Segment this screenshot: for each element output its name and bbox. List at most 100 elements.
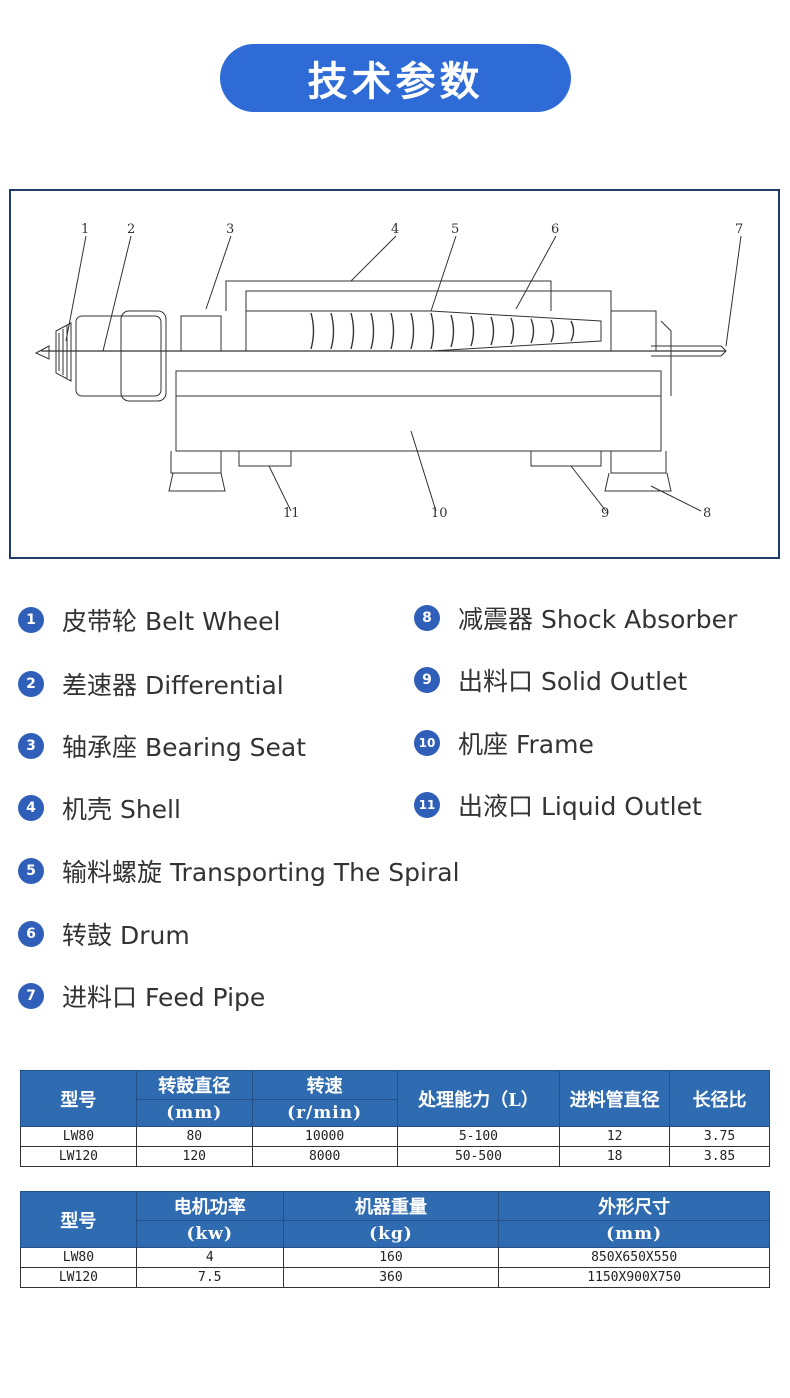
callout-4: 4 <box>391 222 399 237</box>
cell: 850X650X550 <box>498 1247 770 1268</box>
header-drum-diameter-unit: (mm) <box>135 1099 253 1127</box>
legend-item: 2 差速器 Differential <box>18 666 284 702</box>
page-title: 技术参数 <box>220 44 571 112</box>
header-power: 电机功率 <box>135 1191 284 1221</box>
bearing-seat-right <box>610 310 657 352</box>
header-weight: 机器重量 <box>282 1191 500 1221</box>
legend-item: 4 机壳 Shell <box>18 790 181 826</box>
legend-label: 输料螺旋 Transporting The Spiral <box>62 858 460 887</box>
cell: 1150X900X750 <box>498 1267 770 1288</box>
legend-number-badge: 9 <box>414 667 440 693</box>
liquid-outlet-shape <box>238 451 292 467</box>
frame-body <box>175 395 662 452</box>
legend-number-badge: 5 <box>18 858 44 884</box>
cell: 3.85 <box>669 1146 770 1167</box>
centrifuge-diagram: 1 2 3 4 5 6 7 8 9 10 11 <box>9 189 780 559</box>
belt-wheel-shape <box>55 322 72 382</box>
cell: 18 <box>559 1146 671 1167</box>
table-row: LW120 7.5 360 1150X900X750 <box>20 1267 770 1288</box>
legend-label: 机壳 Shell <box>62 795 181 824</box>
legend-item: 5 输料螺旋 Transporting The Spiral <box>18 853 460 889</box>
legend-number-badge: 8 <box>414 605 440 631</box>
legend-item: 10 机座 Frame <box>414 725 594 761</box>
differential-shape <box>75 315 162 397</box>
header-weight-unit: (kg) <box>282 1220 500 1248</box>
callout-6: 6 <box>551 222 559 237</box>
legend-item: 8 减震器 Shock Absorber <box>414 600 737 636</box>
cell: LW120 <box>20 1146 137 1167</box>
legend-item: 7 进料口 Feed Pipe <box>18 978 265 1014</box>
legend-item: 6 转鼓 Drum <box>18 916 190 952</box>
legend-number-badge: 6 <box>18 921 44 947</box>
legend-number-badge: 7 <box>18 983 44 1009</box>
cell: LW120 <box>20 1267 137 1288</box>
callout-11: 11 <box>283 506 300 521</box>
legend-item: 1 皮带轮 Belt Wheel <box>18 602 280 638</box>
cell: 160 <box>282 1247 500 1268</box>
header-drum-diameter: 转鼓直径 <box>135 1070 253 1100</box>
legend-label: 进料口 Feed Pipe <box>62 983 266 1012</box>
legend-number-badge: 1 <box>18 607 44 633</box>
cell: 4 <box>135 1247 284 1268</box>
legend-number-badge: 4 <box>18 795 44 821</box>
callout-5: 5 <box>451 222 459 237</box>
cell: LW80 <box>20 1126 137 1147</box>
frame-top <box>175 370 662 396</box>
spec-table-2: 型号 电机功率 机器重量 外形尺寸 (kw) (kg) (mm) LW80 4 … <box>20 1191 770 1288</box>
cell: 3.75 <box>669 1126 770 1147</box>
legend-label: 轴承座 Bearing Seat <box>62 733 307 762</box>
header-capacity: 处理能力（L） <box>396 1070 561 1127</box>
callout-2: 2 <box>127 222 135 237</box>
table-row: LW120 120 8000 50-500 18 3.85 <box>20 1146 770 1167</box>
cell: 7.5 <box>135 1267 284 1288</box>
shell-outline <box>225 280 552 311</box>
callout-10: 10 <box>431 506 448 521</box>
feed-pipe-shape <box>651 345 727 357</box>
legend-number-badge: 3 <box>18 733 44 759</box>
header-feed-diameter: 进料管直径 <box>559 1070 671 1127</box>
legend-label: 机座 Frame <box>458 730 594 759</box>
header-speed: 转速 <box>251 1070 398 1100</box>
legend-label: 出料口 Solid Outlet <box>458 667 688 696</box>
cell: 8000 <box>251 1146 398 1167</box>
callout-1: 1 <box>81 222 89 237</box>
cell: 5-100 <box>396 1126 561 1147</box>
legend-item: 9 出料口 Solid Outlet <box>414 662 687 698</box>
spec-table-1: 型号 转鼓直径 转速 处理能力（L） 进料管直径 长径比 (mm) (r/min… <box>20 1070 770 1167</box>
drum-outline <box>245 310 602 352</box>
bearing-seat-left <box>180 315 222 352</box>
foot-left <box>170 451 222 474</box>
legend-label: 出液口 Liquid Outlet <box>458 792 702 821</box>
legend-number-badge: 10 <box>414 730 440 756</box>
legend-number-badge: 11 <box>414 792 440 818</box>
cell: 360 <box>282 1267 500 1288</box>
legend-label: 皮带轮 Belt Wheel <box>62 607 281 636</box>
legend-item: 3 轴承座 Bearing Seat <box>18 728 306 764</box>
legend-label: 减震器 Shock Absorber <box>458 605 738 634</box>
header-power-unit: (kw) <box>135 1220 284 1248</box>
header-model: 型号 <box>20 1191 137 1248</box>
callout-8: 8 <box>703 506 711 521</box>
solid-outlet-shape <box>530 451 602 467</box>
cell: 10000 <box>251 1126 398 1147</box>
legend-label: 转鼓 Drum <box>62 921 190 950</box>
legend-number-badge: 2 <box>18 671 44 697</box>
cell: 12 <box>559 1126 671 1147</box>
callout-9: 9 <box>601 506 609 521</box>
cell: 80 <box>135 1126 253 1147</box>
callout-7: 7 <box>735 222 743 237</box>
header-size-unit: (mm) <box>498 1220 770 1248</box>
table-row: LW80 4 160 850X650X550 <box>20 1247 770 1268</box>
legend-label: 差速器 Differential <box>62 671 284 700</box>
centrifuge-drawing: 1 2 3 4 5 6 7 8 9 10 11 <box>34 222 743 521</box>
header-speed-unit: (r/min) <box>251 1099 398 1127</box>
table-row: LW80 80 10000 5-100 12 3.75 <box>20 1126 770 1147</box>
foot-right <box>610 451 667 474</box>
header-size: 外形尺寸 <box>498 1191 770 1221</box>
header-ratio: 长径比 <box>669 1070 770 1127</box>
cell: LW80 <box>20 1247 137 1268</box>
legend-item: 11 出液口 Liquid Outlet <box>414 787 702 823</box>
callout-3: 3 <box>226 222 234 237</box>
cell: 50-500 <box>396 1146 561 1167</box>
header-model: 型号 <box>20 1070 137 1127</box>
